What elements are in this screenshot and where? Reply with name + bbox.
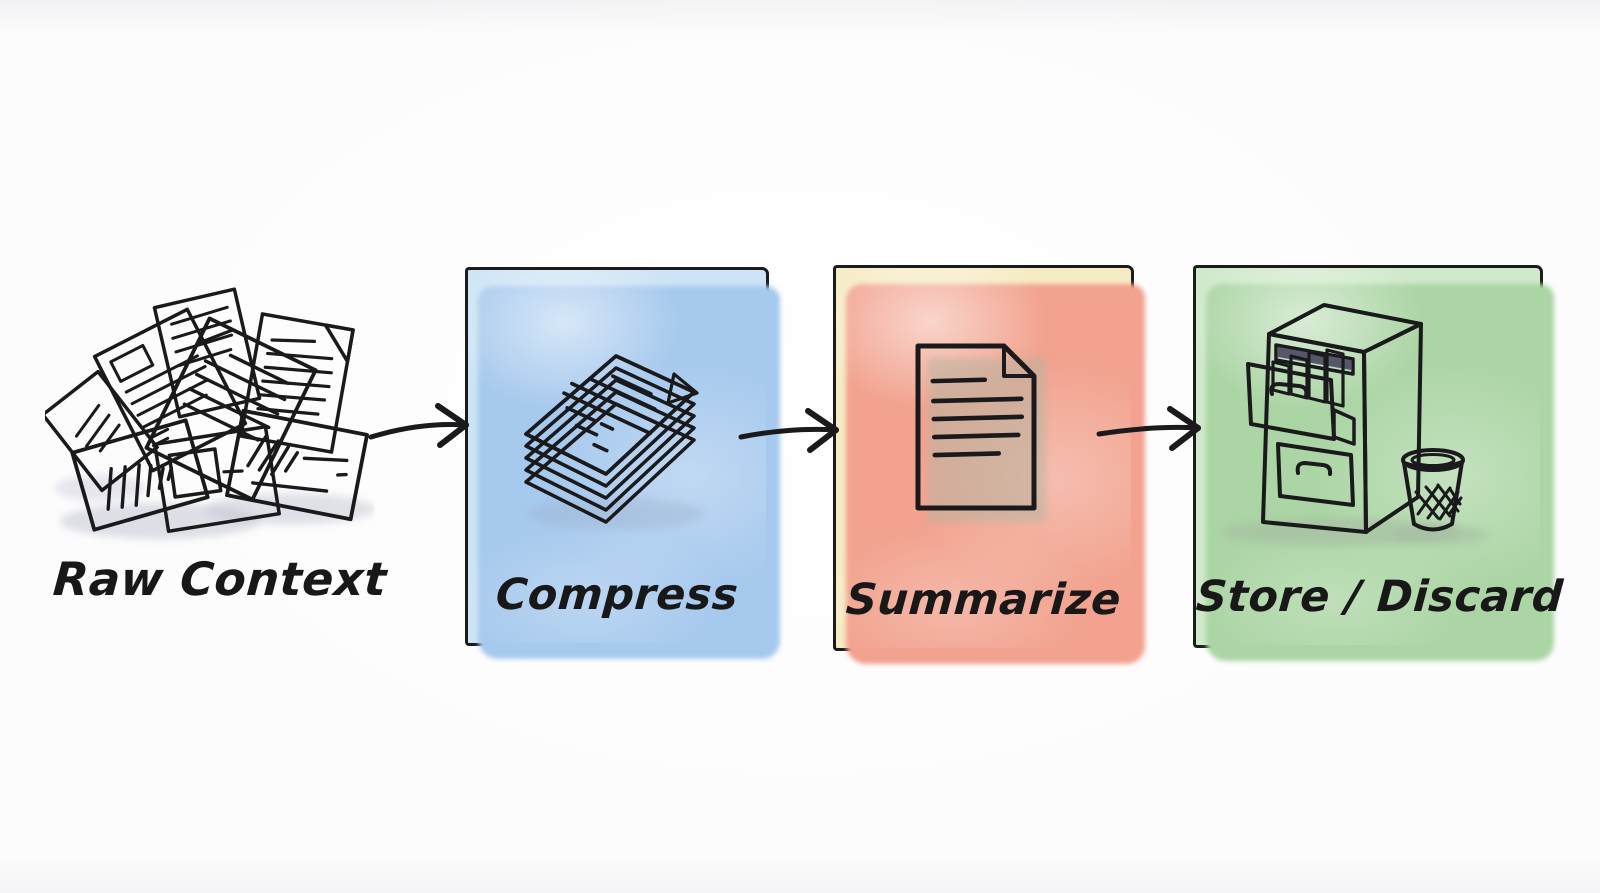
paper-stack-icon	[524, 354, 704, 530]
paper-green	[239, 312, 355, 454]
stage-label-store-discard: Store / Discard	[1194, 571, 1565, 622]
stage-box-summarize: Summarize	[833, 265, 1134, 651]
stage-label-compress: Compress	[494, 569, 740, 620]
paper-white-bottom-left	[70, 418, 210, 532]
pile-shadow	[55, 475, 375, 539]
flow-arrow-3	[1096, 406, 1201, 451]
filing-cabinet-icon	[1221, 303, 1489, 546]
stage-label-summarize: Summarize	[844, 574, 1123, 625]
raw-context-illustration	[41, 283, 375, 557]
paper-pile-icon	[41, 287, 375, 539]
drawer-folders	[1271, 348, 1345, 408]
paper-white-bottom-right	[225, 408, 369, 522]
sticky-note	[167, 447, 223, 499]
trash-can-icon	[1401, 448, 1465, 532]
paper-blue-left	[41, 369, 159, 493]
document-icon	[915, 343, 1046, 522]
trash-crosshatch	[1414, 483, 1463, 521]
raw-context-label: Raw Context	[51, 552, 389, 606]
stage-box-store-discard: Store / Discard	[1193, 265, 1565, 648]
flow-arrow-2	[738, 408, 839, 453]
flow-arrow-1	[368, 403, 469, 448]
stage-box-compress: Compress	[465, 267, 769, 646]
